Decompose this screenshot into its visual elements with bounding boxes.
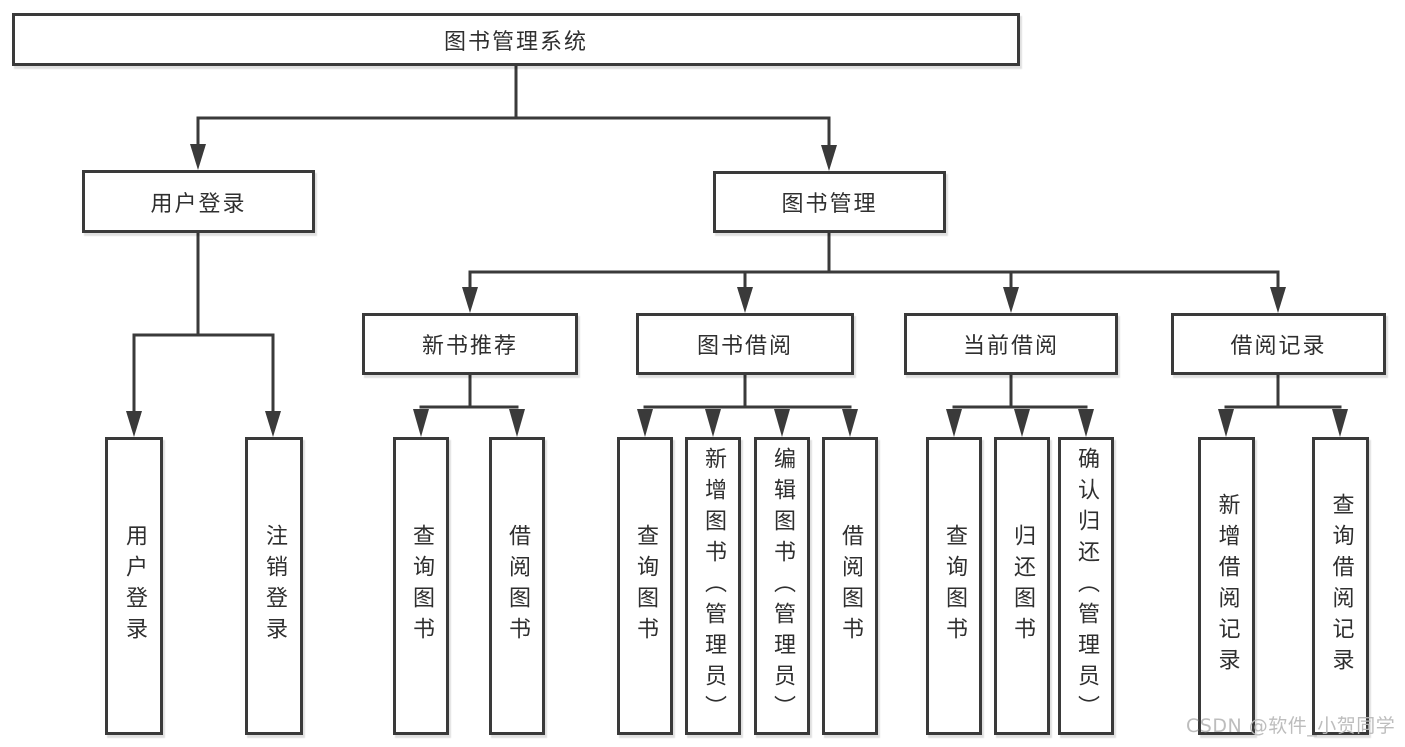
node-root: 图书管理系统 — [12, 13, 1020, 66]
leaf-borrow-books-recommend: 借阅图书 — [489, 437, 545, 735]
leaf-add-books-admin-label: 新增图书（管理员） — [701, 446, 726, 726]
leaf-query-borrow-record-label: 查询借阅记录 — [1328, 493, 1354, 679]
leaf-query-books-borrow-label: 查询图书 — [633, 524, 658, 648]
leaf-return-books: 归还图书 — [994, 437, 1050, 735]
leaf-query-books-current: 查询图书 — [926, 437, 982, 735]
node-borrow-records-label: 借阅记录 — [1230, 334, 1327, 359]
node-user-login-label: 用户登录 — [150, 191, 247, 217]
leaf-add-borrow-record: 新增借阅记录 — [1198, 437, 1255, 735]
leaf-add-borrow-record-label: 新增借阅记录 — [1214, 493, 1240, 679]
leaf-confirm-return-admin: 确认归还（管理员） — [1058, 437, 1114, 735]
node-new-book-recommend: 新书推荐 — [362, 313, 578, 375]
leaf-query-borrow-record: 查询借阅记录 — [1312, 437, 1369, 735]
node-current-borrow: 当前借阅 — [904, 313, 1118, 375]
leaf-logout-label: 注销登录 — [262, 524, 287, 648]
node-book-management: 图书管理 — [713, 171, 946, 233]
csdn-watermark: CSDN @软件_小贺同学 — [1186, 715, 1396, 737]
leaf-borrow-books-label: 借阅图书 — [838, 524, 863, 648]
leaf-edit-books-admin-label: 编辑图书（管理员） — [770, 446, 795, 726]
node-book-management-label: 图书管理 — [781, 192, 878, 217]
leaf-return-books-label: 归还图书 — [1010, 524, 1035, 648]
leaf-edit-books-admin: 编辑图书（管理员） — [754, 437, 810, 735]
leaf-user-login: 用户登录 — [105, 437, 163, 735]
leaf-query-books-borrow: 查询图书 — [617, 437, 673, 735]
leaf-query-books-recommend: 查询图书 — [393, 437, 449, 735]
node-borrow-records: 借阅记录 — [1171, 313, 1386, 375]
node-book-borrow-label: 图书借阅 — [696, 334, 793, 359]
leaf-query-books-current-label: 查询图书 — [942, 524, 967, 648]
leaf-borrow-books: 借阅图书 — [822, 437, 878, 735]
node-root-label: 图书管理系统 — [443, 29, 588, 55]
leaf-confirm-return-admin-label: 确认归还（管理员） — [1074, 446, 1099, 726]
leaf-add-books-admin: 新增图书（管理员） — [685, 437, 741, 735]
leaf-query-books-recommend-label: 查询图书 — [409, 524, 434, 648]
node-user-login: 用户登录 — [82, 170, 315, 233]
leaf-borrow-books-recommend-label: 借阅图书 — [505, 524, 530, 648]
node-current-borrow-label: 当前借阅 — [962, 334, 1059, 359]
node-book-borrow: 图书借阅 — [636, 313, 854, 375]
node-new-book-recommend-label: 新书推荐 — [421, 334, 518, 359]
leaf-user-login-label: 用户登录 — [122, 524, 147, 648]
leaf-logout: 注销登录 — [245, 437, 303, 735]
